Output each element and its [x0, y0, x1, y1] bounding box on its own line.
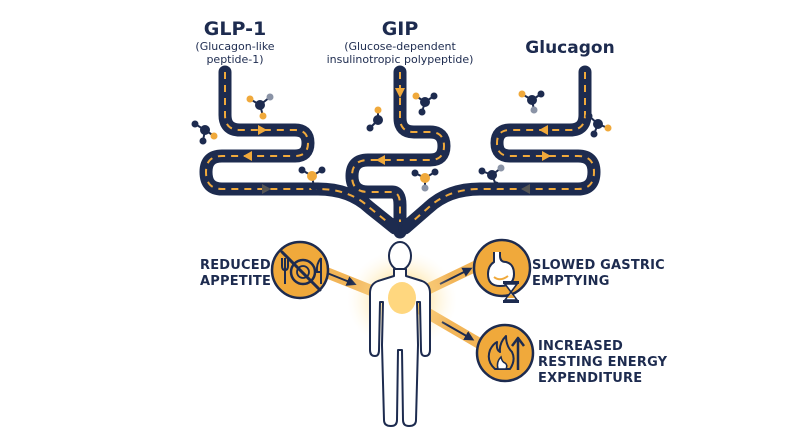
- molecule-icon: [366, 106, 383, 132]
- flow-arrow-icon: [376, 155, 385, 165]
- glp1-arrowhead-icon: [382, 217, 400, 237]
- hormone-subtitle-glp1-line1: (Glucagon-like: [195, 40, 275, 53]
- molecule-icon: [585, 112, 612, 138]
- flow-arrow-icon: [542, 151, 551, 161]
- effect-label-appetite-line1: REDUCED: [200, 258, 271, 273]
- molecule-icon: [298, 166, 326, 191]
- core-glow: [388, 282, 416, 314]
- molecule-icon: [412, 92, 438, 116]
- flow-arrow-icon: [258, 125, 267, 135]
- glucagon-pathway: [398, 65, 601, 235]
- hormone-title-glucagon: Glucagon: [525, 38, 615, 58]
- effect-label-appetite-line2: APPETITE: [200, 274, 272, 289]
- hormone-title-glp1: GLP-1: [203, 18, 267, 40]
- human-body-icon: [369, 241, 431, 427]
- molecule-icon: [411, 168, 439, 192]
- stomach-hourglass-icon: [472, 238, 532, 303]
- flow-arrow-icon: [395, 88, 405, 98]
- no-eating-icon: [270, 240, 330, 300]
- molecule-icon: [478, 164, 505, 189]
- hormone-title-gip: GIP: [381, 18, 419, 40]
- hormone-subtitle-gip-line1: (Glucose-dependent: [344, 40, 456, 53]
- flame-arrow-icon: [475, 323, 535, 383]
- glucagon-arrowhead-icon: [400, 217, 418, 237]
- hormone-subtitle-glp1-line2: peptide-1): [206, 53, 264, 66]
- effect-label-gastric-line1: SLOWED GASTRIC: [532, 258, 665, 273]
- flow-arrow-icon: [539, 125, 548, 135]
- molecule-icon: [518, 90, 545, 114]
- hourglass-icon: [503, 281, 519, 303]
- molecule-icon: [246, 93, 274, 120]
- effect-label-energy-line3: EXPENDITURE: [538, 371, 643, 386]
- molecule-icon: [191, 120, 218, 145]
- flow-arrow-icon: [521, 184, 530, 194]
- effect-label-gastric-line2: EMPTYING: [532, 274, 610, 289]
- glp1-pathway: [199, 65, 402, 235]
- effect-label-energy-line2: RESTING ENERGY: [538, 355, 668, 370]
- flow-arrow-icon: [243, 151, 252, 161]
- effect-label-energy-line1: INCREASED: [538, 339, 624, 354]
- hormone-subtitle-gip-line2: insulinotropic polypeptide): [326, 53, 474, 66]
- flow-arrow-icon: [262, 184, 271, 194]
